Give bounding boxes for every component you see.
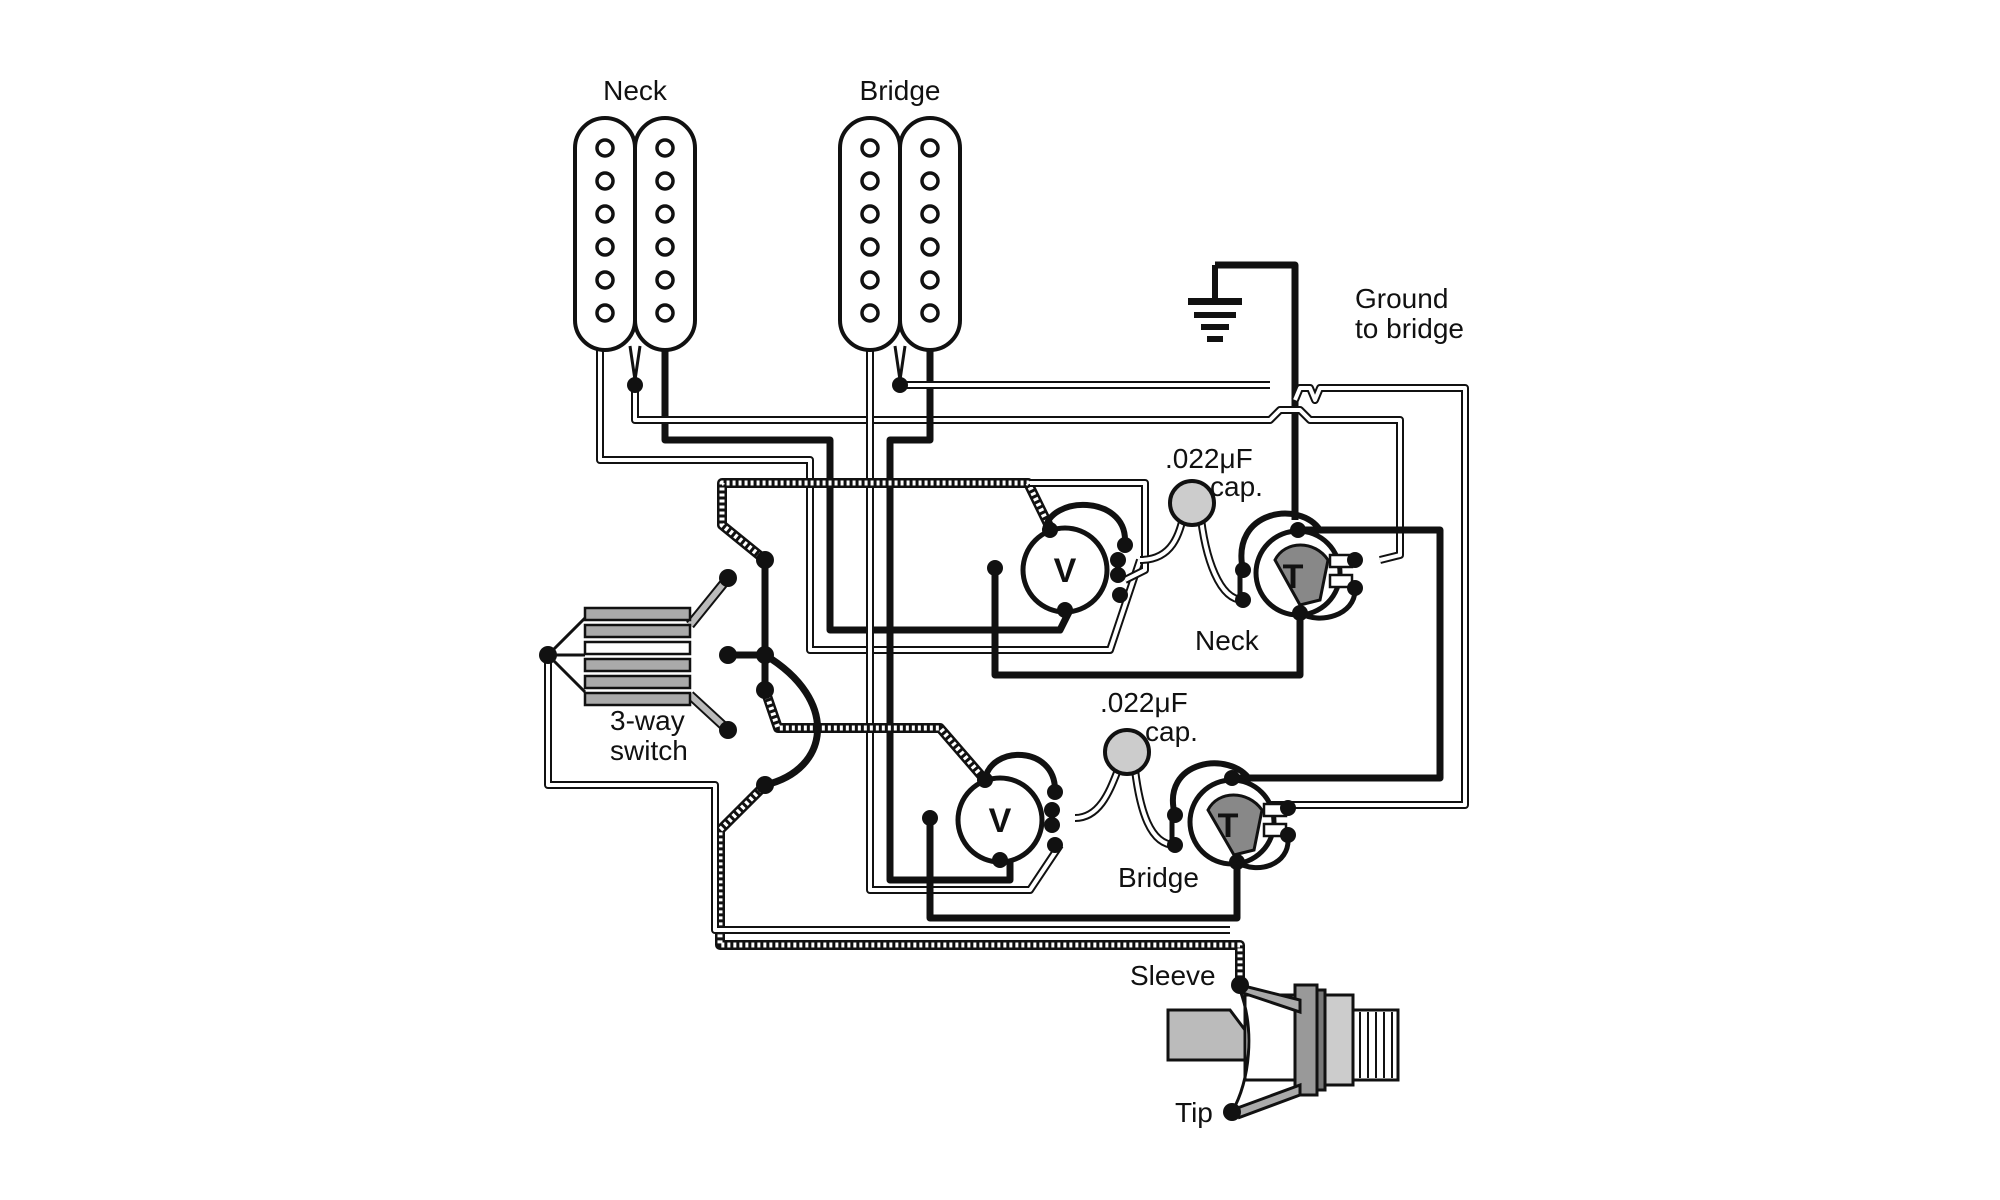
neck-capacitor xyxy=(1168,479,1216,527)
bridge-pickup-white-lead xyxy=(866,350,1064,894)
neck-pickup xyxy=(573,116,697,393)
shielded-wire-bridge-volume xyxy=(760,688,989,784)
bridge-tone-pot xyxy=(1167,760,1296,871)
neck-controls-label: Neck xyxy=(1195,625,1260,656)
bridge-pickup xyxy=(838,116,962,393)
ground-label-line2: to bridge xyxy=(1355,313,1464,344)
bridge-volume-label: V xyxy=(989,802,1012,840)
bridge-volume-ground-loop xyxy=(926,818,1241,922)
neck-cap-value-label: .022μF xyxy=(1165,443,1253,474)
sleeve-label: Sleeve xyxy=(1130,960,1216,991)
neck-volume-label: V xyxy=(1054,552,1077,590)
neck-pickup-label: Neck xyxy=(603,75,668,106)
ground-to-bridge-wire xyxy=(1255,384,1469,809)
bridge-cap-word-label: cap. xyxy=(1145,716,1198,747)
neck-volume-pot xyxy=(987,501,1133,618)
bridge-tone-label: T xyxy=(1218,807,1239,845)
bridge-volume-pot xyxy=(922,751,1063,868)
wires xyxy=(544,261,1469,985)
output-jack xyxy=(1166,976,1400,1121)
ground-label-line1: Ground xyxy=(1355,283,1448,314)
shielded-wire-neck-volume xyxy=(717,478,1055,564)
switch-grey-lead-top xyxy=(686,574,732,629)
neck-tone-pot xyxy=(1235,510,1363,621)
neck-pickup-bare-lead xyxy=(631,380,1404,564)
ground-wire xyxy=(1215,261,1299,520)
ground-symbol xyxy=(1188,265,1242,342)
switch-label-line2: switch xyxy=(610,735,688,766)
tip-label: Tip xyxy=(1175,1097,1213,1128)
bridge-cap-value-label: .022μF xyxy=(1100,687,1188,718)
bridge-cap-leads xyxy=(1074,768,1176,849)
three-way-switch xyxy=(539,551,774,794)
bridge-controls-label: Bridge xyxy=(1118,862,1199,893)
shielded-wire-jack xyxy=(715,781,1245,985)
switch-tip-wire-jack xyxy=(711,805,1230,934)
bridge-capacitor xyxy=(1103,728,1151,776)
switch-arc-black-wire xyxy=(763,652,822,789)
neck-pickup-white-lead xyxy=(596,350,1144,654)
bridge-pickup-black-lead xyxy=(886,350,1014,884)
bridge-pickup-label: Bridge xyxy=(860,75,941,106)
neck-pickup-black-lead xyxy=(661,350,1074,634)
neck-tone-label: T xyxy=(1283,558,1304,596)
neck-cap-word-label: cap. xyxy=(1210,471,1263,502)
switch-label-line1: 3-way xyxy=(610,705,685,736)
neck-volume-ground-loop xyxy=(991,568,1304,679)
switch-tip-wire xyxy=(544,655,719,805)
shielded-wire-neck-volume-outline xyxy=(1030,479,1149,584)
neck-tone-to-bridge-tone xyxy=(1232,526,1444,782)
